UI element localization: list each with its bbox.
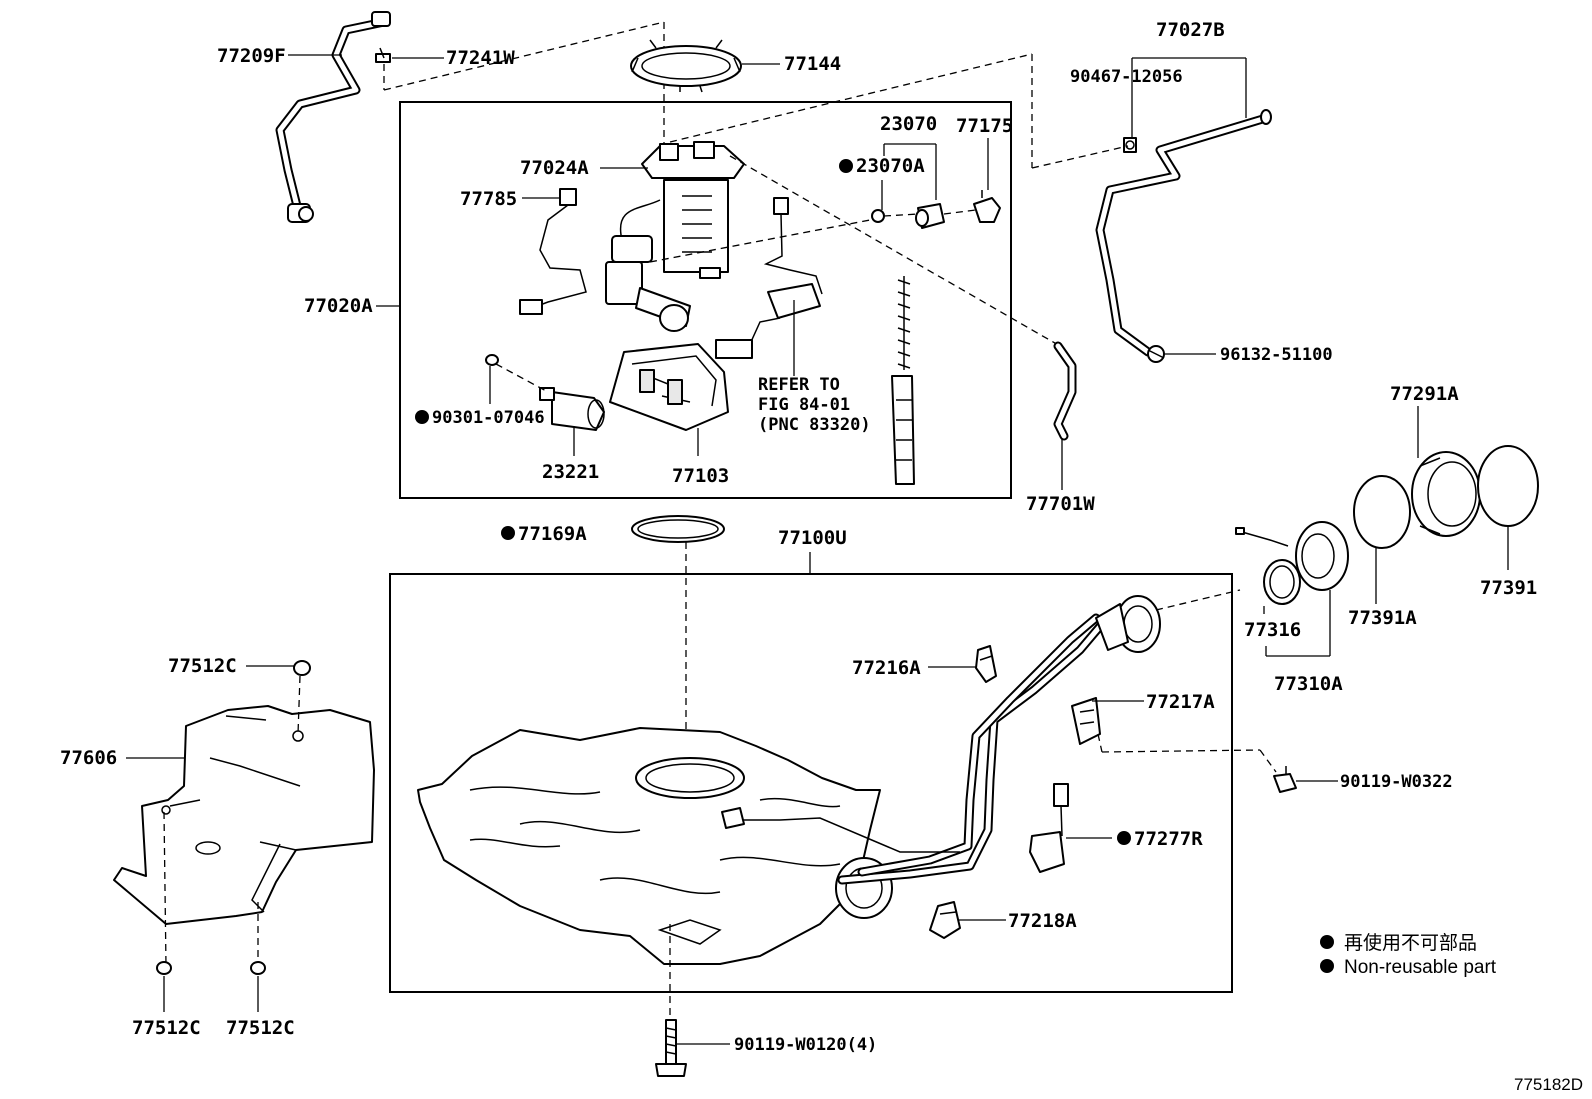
label-77103: 77103 — [672, 465, 729, 487]
bolt-90119-W0120 — [655, 1019, 687, 1077]
grommet-77512C-top — [293, 660, 311, 676]
label-77100U: 77100U — [778, 527, 847, 549]
regulator-clip-77175 — [973, 190, 1001, 223]
non-reusable-dot-90301-07046 — [415, 410, 429, 424]
label-77020A: 77020A — [304, 295, 373, 317]
fuel-tank-77100U — [417, 727, 893, 965]
fuel-pump-23221 — [539, 387, 605, 431]
label-77218A: 77218A — [1008, 910, 1077, 932]
grommet-77512C-right — [250, 961, 266, 975]
label-77391A: 77391A — [1348, 607, 1417, 629]
refer-note-line-3: (PNC 83320) — [758, 415, 871, 435]
legend-en: Non-reusable part — [1344, 957, 1497, 978]
label-90467-12056: 90467-12056 — [1070, 67, 1183, 87]
label-77391: 77391 — [1480, 577, 1537, 599]
refer-note-line-1: REFER TO — [758, 375, 840, 395]
filler-pipe-clamp-77216A — [975, 645, 997, 683]
label-23221: 23221 — [542, 461, 599, 483]
level-sensor-spring — [891, 276, 915, 485]
retainer-ring-77144 — [630, 39, 742, 93]
label-23070: 23070 — [880, 113, 937, 135]
grommet-77512C-left — [156, 961, 172, 975]
non-reusable-dot-77169A — [501, 526, 515, 540]
label-77175: 77175 — [956, 115, 1013, 137]
label-90119-W0322: 90119-W0322 — [1340, 772, 1453, 792]
pump-bracket-77103 — [609, 343, 729, 431]
clamp-77241W — [375, 47, 391, 63]
filler-pipe — [721, 595, 1161, 885]
tank-gasket-77169A — [631, 515, 725, 543]
hose-77701W — [1053, 341, 1077, 441]
label-77241W: 77241W — [446, 47, 515, 69]
gasket-77391 — [1477, 445, 1539, 527]
filler-pipe-clamp-77218A — [929, 901, 961, 939]
hose-clamp-96132-51100 — [1147, 345, 1165, 363]
o-ring-90301-07046 — [485, 354, 499, 366]
label-77512C-top: 77512C — [168, 655, 237, 677]
filler-neck-ring-77291A — [1411, 451, 1481, 537]
legend-dot-jp — [1320, 935, 1334, 949]
label-77144: 77144 — [784, 53, 841, 75]
label-90301-07046: 90301-07046 — [432, 408, 545, 428]
label-77785: 77785 — [460, 188, 517, 210]
gasket-77316 — [1263, 559, 1301, 605]
figure-code: 775182D — [1514, 1075, 1583, 1094]
gasket-77391A — [1353, 475, 1411, 549]
filler-pipe-clamp-77217A — [1071, 697, 1101, 745]
label-77277R: 77277R — [1134, 828, 1203, 850]
legend-dot-en — [1320, 959, 1334, 973]
label-77512C-bottom-left: 77512C — [132, 1017, 201, 1039]
wire-harness-77785 — [519, 188, 587, 315]
label-77606: 77606 — [60, 747, 117, 769]
fuel-pump-module-77024A — [641, 141, 745, 279]
label-77316: 77316 — [1244, 619, 1301, 641]
refer-note-line-2: FIG 84-01 — [758, 395, 850, 415]
label-77209F: 77209F — [217, 45, 286, 67]
label-77027B: 77027B — [1156, 19, 1225, 41]
non-reusable-dot-77277R — [1117, 831, 1131, 845]
filler-breather-hose-77027B — [1095, 109, 1272, 357]
sender-gauge-wire — [715, 197, 823, 359]
label-77512C-bottom-right: 77512C — [226, 1017, 295, 1039]
label-90119-W0120: 90119-W0120(4) — [734, 1035, 877, 1055]
non-reusable-dot-23070A — [839, 159, 853, 173]
label-77024A: 77024A — [520, 157, 589, 179]
label-96132-51100: 96132-51100 — [1220, 345, 1333, 365]
label-77217A: 77217A — [1146, 691, 1215, 713]
breather-clamp-77277R — [1029, 783, 1069, 873]
label-23070A: 23070A — [856, 155, 925, 177]
fuel-cap-77310A — [1235, 521, 1349, 591]
vapor-hose-77209F — [275, 11, 391, 223]
hose-clamp-90467-12056 — [1123, 137, 1137, 153]
label-77291A: 77291A — [1390, 383, 1459, 405]
tank-protector-77606 — [113, 705, 375, 925]
label-77310A: 77310A — [1274, 673, 1343, 695]
fuel-tank-assembly-box — [389, 573, 1233, 993]
fuel-pump-assembly-box — [399, 101, 1012, 499]
sender-gauge-and-pump-body — [605, 199, 871, 332]
pressure-regulator-23070 — [871, 203, 945, 229]
bolt-90119-W0322 — [1273, 766, 1297, 793]
label-77216A: 77216A — [852, 657, 921, 679]
label-77169A: 77169A — [518, 523, 587, 545]
label-77701W: 77701W — [1026, 493, 1095, 515]
legend-jp: 再使用不可部品 — [1344, 932, 1477, 954]
